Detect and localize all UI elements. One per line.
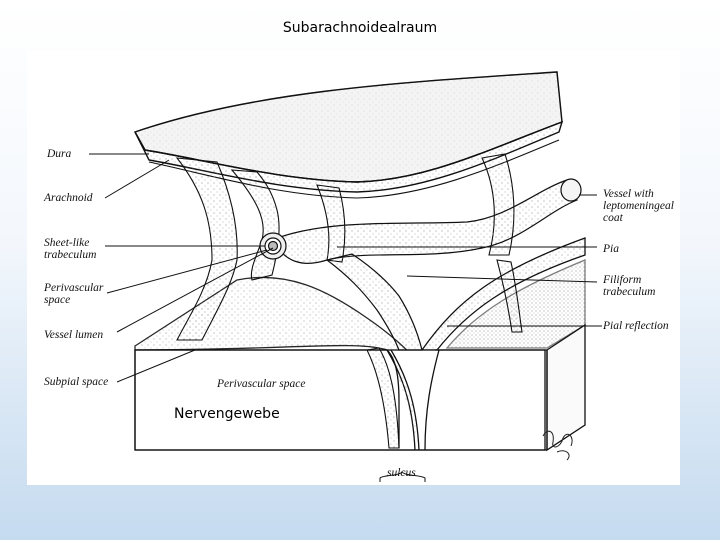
label-dura: Dura [47,148,72,160]
label-vessel-3: coat [603,212,623,224]
blood-vessel [259,178,582,351]
label-sheet-like-2: trabeculum [44,249,97,261]
meninges-diagram: Dura Arachnoid Sheet-like trabeculum Per… [27,50,680,485]
label-nervengewebe: Nervengewebe [174,406,280,422]
label-vessel-lumen: Vessel lumen [44,329,104,341]
label-vessel-1: Vessel with [603,188,654,200]
label-filiform-1: Filiform [603,274,642,286]
diagram-drawing [89,71,602,482]
leader-lines [89,153,602,482]
label-perivascular-space: Perivascular space [217,378,306,390]
label-sheet-like-1: Sheet-like [44,237,90,249]
label-sulcus: sulcus [387,467,416,479]
label-perivascular-2: space [44,294,71,306]
label-vessel-2: leptomeningeal [603,200,674,212]
brain-block [134,237,586,452]
label-subpial-space: Subpial space [44,376,109,388]
artist-signature [542,430,573,461]
label-arachnoid: Arachnoid [44,192,93,204]
slide-title: Subarachnoidealraum [282,20,438,36]
sulcal-vessel [366,347,400,449]
label-pial-reflection: Pial reflection [603,320,669,332]
label-pia: Pia [603,243,619,255]
label-filiform-2: trabeculum [603,286,656,298]
label-perivascular-1: Perivascular [44,282,104,294]
